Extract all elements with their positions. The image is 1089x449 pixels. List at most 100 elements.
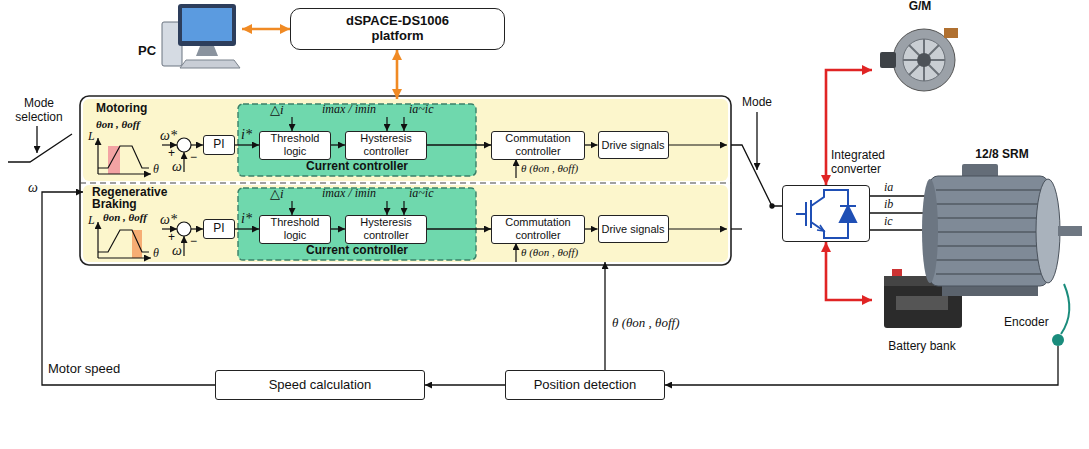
signal-label: ω	[172, 243, 182, 258]
node-text: Current controller	[238, 160, 476, 174]
control-chain	[98, 117, 727, 178]
pc-icon	[182, 8, 232, 41]
encoder	[1052, 284, 1069, 352]
generator-icon	[893, 29, 955, 91]
signal-label: +	[168, 231, 175, 244]
signal-arrow	[403, 117, 404, 131]
node-text: Regenerative Braking	[92, 186, 176, 210]
signal-label: ω	[28, 180, 38, 195]
node-text: Motoring	[96, 102, 147, 116]
igbt-diode-symbol	[796, 190, 848, 238]
summing-junction	[177, 138, 191, 152]
process-box: Threshold logic	[259, 215, 331, 244]
node-text: Commutation controller	[492, 132, 584, 157]
node-text: Commutation controller	[492, 216, 584, 241]
encoder	[1052, 334, 1064, 346]
braking-band	[83, 185, 728, 262]
node-text: Battery bank	[872, 340, 972, 354]
signal-arrow	[162, 144, 177, 145]
axis	[98, 173, 151, 174]
process-box: Position detection	[505, 370, 665, 400]
node-text: Drive signals	[602, 139, 665, 152]
encoder	[1057, 346, 1058, 352]
encoder	[1061, 284, 1069, 334]
node-text: Integrated converter	[831, 148, 905, 176]
connector-label: θ (θon , θoff)	[612, 316, 680, 330]
igbt-diode-symbol	[840, 206, 856, 222]
signal-arrow	[386, 117, 387, 131]
igbt-diode-symbol	[796, 190, 856, 238]
generator-node: G/M	[872, 0, 968, 98]
connector-label: ib	[884, 198, 893, 211]
signal-label: θ	[153, 163, 159, 176]
motor-node: 12/8 SRM	[912, 146, 1086, 352]
igbt-diode-symbol	[817, 225, 824, 231]
pc-icon	[196, 46, 218, 56]
node-text: Hysteresis controller	[346, 132, 426, 157]
srm-motor	[1036, 179, 1060, 283]
signal-label: θ	[153, 247, 159, 260]
connector	[665, 352, 1058, 385]
connector	[585, 144, 598, 145]
mode-switch	[8, 134, 72, 162]
inductance-profile	[98, 146, 149, 168]
pc-icon	[178, 4, 236, 46]
generator-icon	[880, 52, 896, 68]
pi-block: PI	[203, 219, 235, 239]
node-text: PI	[213, 222, 224, 236]
platform-box: dSPACE-DS1006 platform	[290, 8, 505, 50]
mode-divider	[80, 182, 731, 183]
node-text: PI	[213, 138, 224, 152]
motoring-band	[83, 99, 728, 181]
signal-label: ia~ic	[409, 103, 434, 116]
node-text: Position detection	[534, 378, 637, 393]
signal-label: △i	[270, 187, 284, 201]
generator-icon	[903, 39, 945, 81]
mode-switch	[36, 126, 37, 153]
node-text: Current controller	[238, 244, 476, 258]
process-box: Speed calculation	[215, 370, 425, 400]
signal-label: L	[88, 130, 95, 143]
connector-label: ia	[884, 181, 893, 194]
node-text: G/M	[872, 0, 968, 14]
connector	[870, 195, 912, 196]
mode-switch	[756, 112, 757, 170]
signal-label: −	[190, 235, 197, 248]
signal-arrow	[191, 144, 203, 145]
node-text: PC	[138, 44, 156, 59]
current-controller-region	[238, 104, 476, 176]
control-chain	[98, 201, 727, 262]
battery-node: Battery bank	[872, 262, 972, 356]
current-controller-region	[238, 188, 476, 260]
node-text: Drive signals	[602, 223, 665, 236]
signal-label: Mode selection	[10, 96, 68, 124]
process-box: Drive signals	[598, 215, 669, 243]
node-text: θon , θoff	[103, 211, 147, 224]
signal-label: ia~ic	[409, 187, 434, 200]
signal-label: ω*	[160, 212, 177, 227]
generator-icon	[944, 28, 958, 38]
signal-label: +	[168, 147, 175, 160]
srm-motor	[1058, 226, 1082, 236]
connector	[242, 28, 290, 31]
connector	[42, 192, 215, 385]
signal-arrow	[183, 152, 184, 172]
srm-motor	[942, 286, 1038, 296]
node-text: Hysteresis controller	[346, 216, 426, 241]
connector-label: ic	[884, 215, 893, 228]
pc-icon	[162, 4, 240, 68]
pc-node: PC	[136, 0, 242, 70]
connector	[331, 228, 345, 229]
connector-label: i*	[241, 211, 252, 226]
signal-arrow	[515, 159, 516, 178]
signal-label: imax / imin	[322, 103, 376, 116]
signal-label: △i	[270, 103, 284, 117]
generator-icon	[880, 28, 958, 91]
connector	[235, 144, 259, 145]
srm-motor	[930, 176, 1048, 286]
node-text: Threshold logic	[260, 132, 330, 157]
signal-label: imax / imin	[322, 187, 376, 200]
process-box: Hysteresis controller	[345, 215, 427, 244]
node-text: θon , θoff	[96, 118, 140, 131]
signal-label: Mode	[742, 96, 772, 109]
